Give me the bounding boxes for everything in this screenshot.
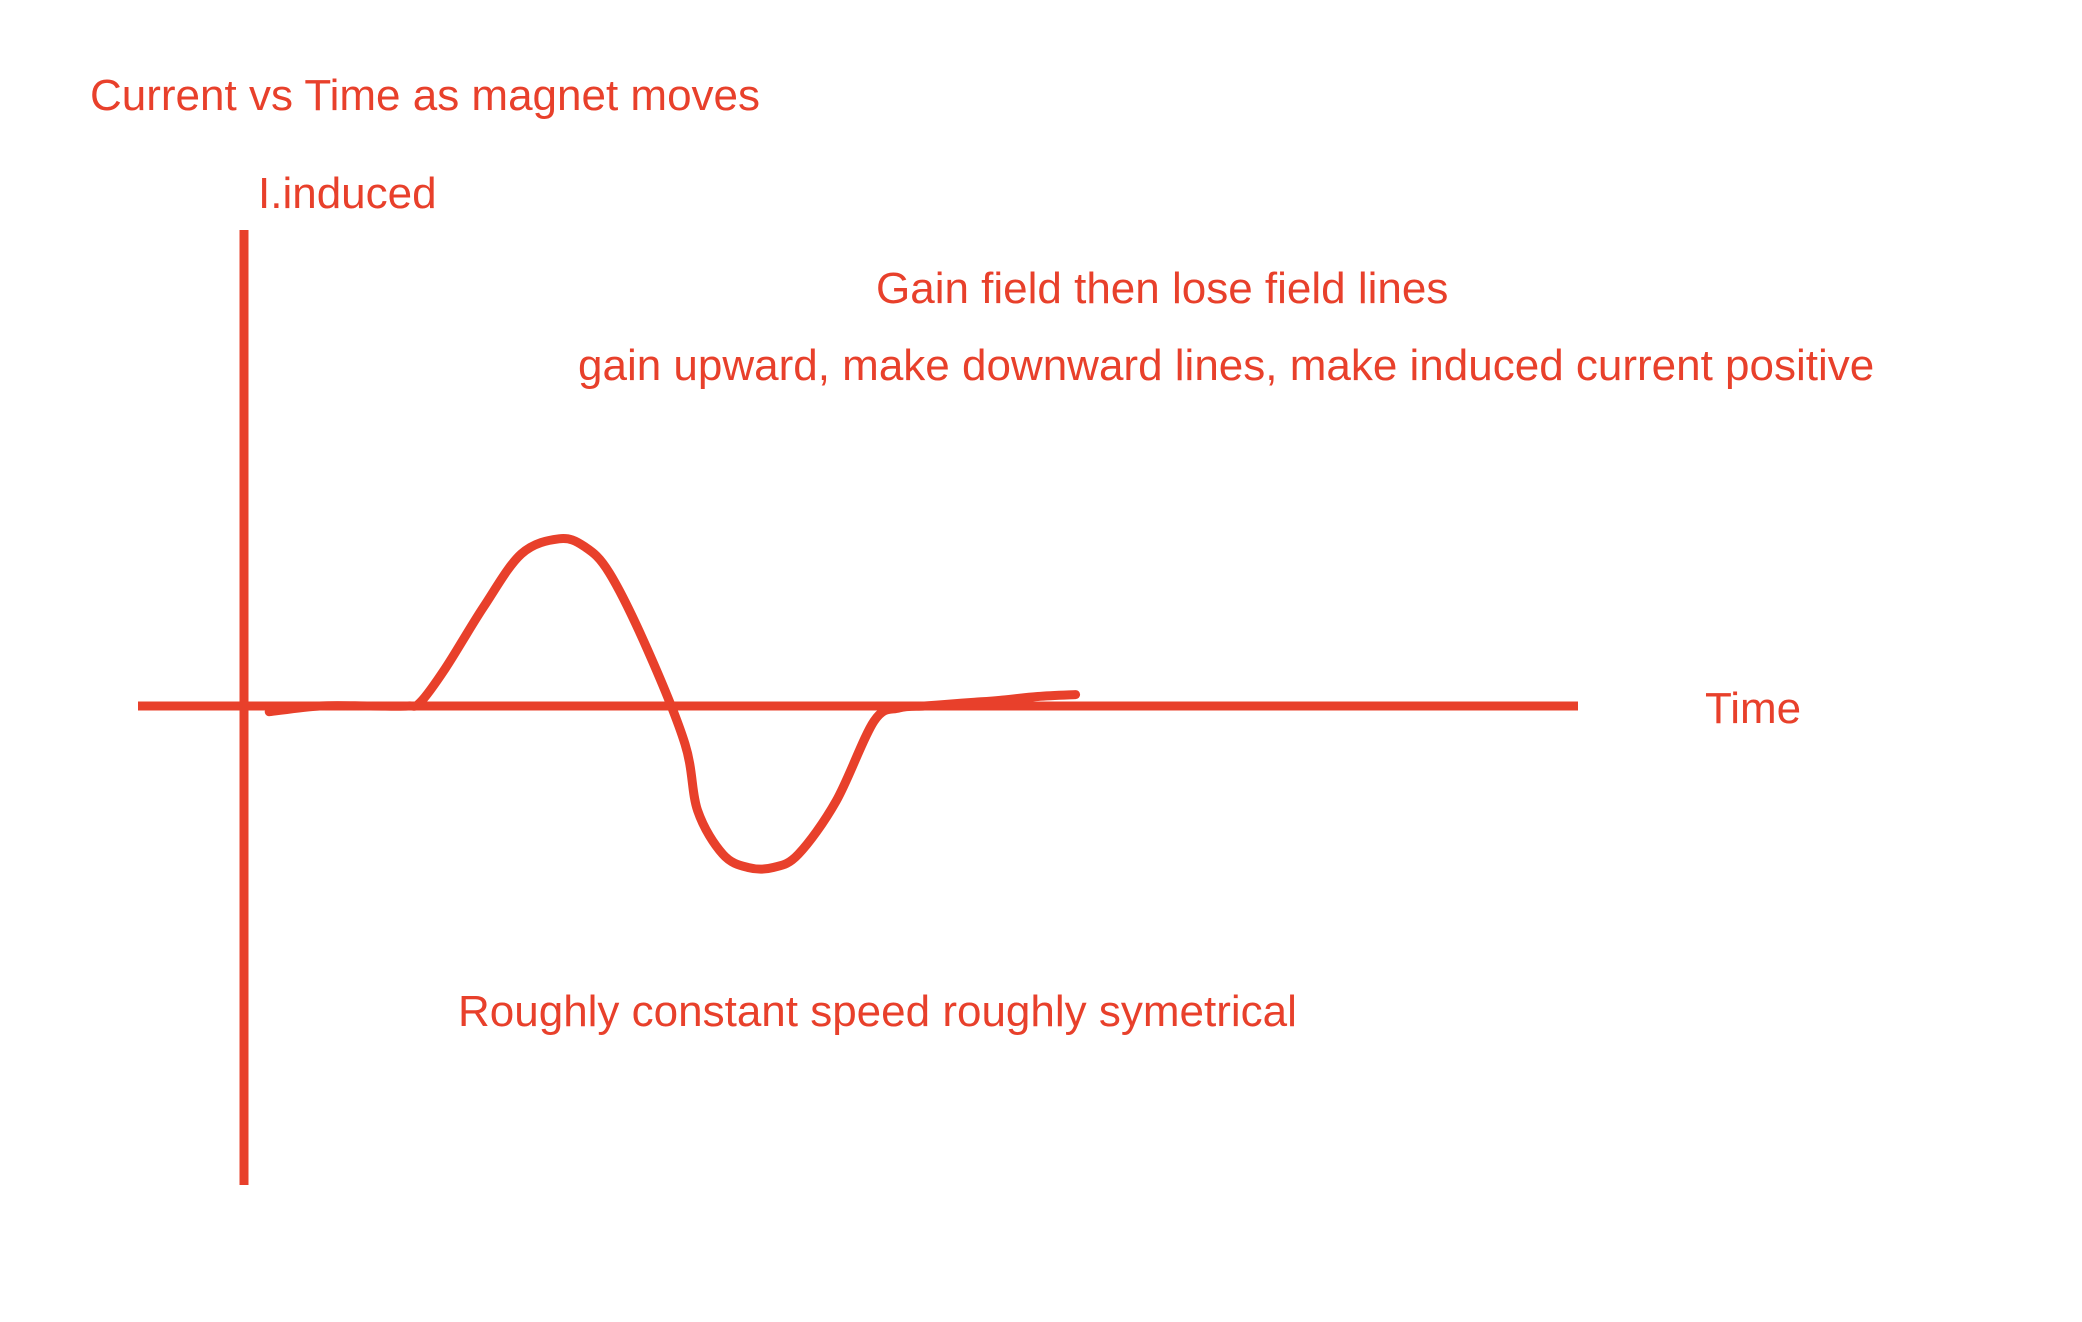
x-axis-label: Time	[1705, 684, 1801, 733]
data-point-14	[718, 850, 727, 859]
data-point-19	[870, 717, 879, 726]
data-point-24	[996, 696, 1005, 705]
data-point-4	[416, 698, 425, 707]
data-point-8	[555, 534, 564, 543]
data-point-2	[366, 702, 375, 711]
data-point-10	[605, 569, 614, 578]
series-line	[264, 534, 1081, 874]
data-point-9	[580, 542, 589, 551]
data-point-26	[1071, 690, 1080, 699]
y-axis-label: I.induced	[258, 169, 437, 218]
data-point-13	[693, 806, 702, 815]
data-point-17	[794, 850, 803, 859]
data-point-7	[517, 550, 526, 559]
data-point-1	[315, 702, 324, 711]
annotation-symmetry: Roughly constant speed roughly symetrica…	[458, 987, 1297, 1036]
data-point-6	[479, 603, 488, 612]
data-point-3	[403, 702, 412, 711]
data-point-18	[832, 797, 841, 806]
data-point-21	[920, 702, 929, 711]
data-point-15	[744, 863, 753, 872]
data-point-0	[265, 707, 274, 716]
annotation-gain-upward: gain upward, make downward lines, make i…	[578, 341, 1874, 390]
data-point-16	[769, 863, 778, 872]
data-point-25	[1033, 692, 1042, 701]
data-point-20	[895, 703, 904, 712]
data-point-11	[643, 645, 652, 654]
data-point-23	[970, 698, 979, 707]
data-point-22	[945, 700, 954, 709]
data-point-5	[441, 664, 450, 673]
data-point-12	[681, 740, 690, 749]
chart-title: Current vs Time as magnet moves	[90, 71, 760, 120]
annotation-gain-lose: Gain field then lose field lines	[876, 264, 1448, 313]
